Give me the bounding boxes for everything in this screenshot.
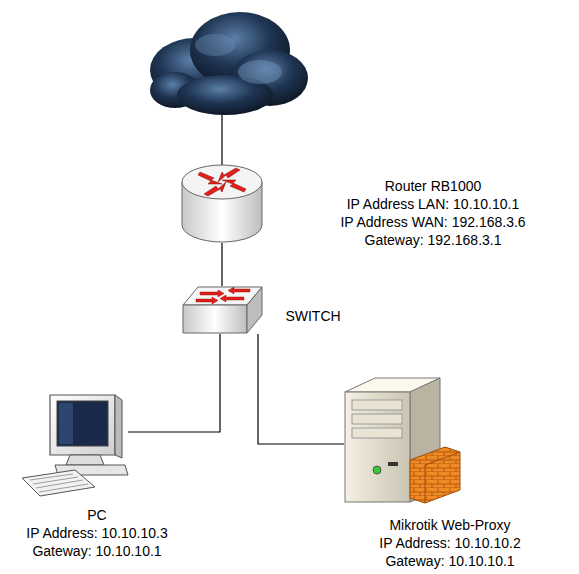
device-label: Mikrotik Web-ProxyIP Address: 10.10.10.2…	[350, 516, 550, 570]
router-icon	[182, 165, 262, 242]
network-cable	[258, 334, 344, 444]
device-name: Router RB1000	[298, 177, 568, 195]
pc-node: PCIP Address: 10.10.10.3Gateway: 10.10.1…	[22, 393, 128, 497]
address-line: Gateway: 10.10.10.1	[7, 542, 187, 560]
address-line: IP Address WAN: 192.168.3.6	[298, 213, 568, 231]
router-node: Router RB1000IP Address LAN: 10.10.10.1I…	[183, 163, 263, 243]
network-cable	[221, 243, 222, 286]
address-line: IP Address: 10.10.10.2	[350, 534, 550, 552]
address-line: Gateway: 10.10.10.1	[350, 552, 550, 570]
switch-node: SWITCH	[183, 286, 263, 334]
device-label: PCIP Address: 10.10.10.3Gateway: 10.10.1…	[7, 506, 187, 560]
device-name: PC	[7, 506, 187, 524]
network-cable	[128, 334, 220, 432]
address-line: IP Address: 10.10.10.3	[7, 524, 187, 542]
device-label: SWITCH	[278, 307, 348, 325]
switch-icon	[183, 287, 262, 333]
device-name: SWITCH	[278, 307, 348, 325]
address-line: Gateway: 192.168.3.1	[298, 231, 568, 249]
pc-icon	[22, 395, 128, 496]
address-line: IP Address LAN: 10.10.10.1	[298, 195, 568, 213]
server-icon	[345, 378, 460, 503]
server-node: Mikrotik Web-ProxyIP Address: 10.10.10.2…	[344, 377, 462, 503]
internet-cloud	[150, 12, 308, 115]
device-name: Mikrotik Web-Proxy	[350, 516, 550, 534]
device-label: Router RB1000IP Address LAN: 10.10.10.1I…	[298, 177, 568, 249]
uplink-wire	[221, 110, 222, 165]
